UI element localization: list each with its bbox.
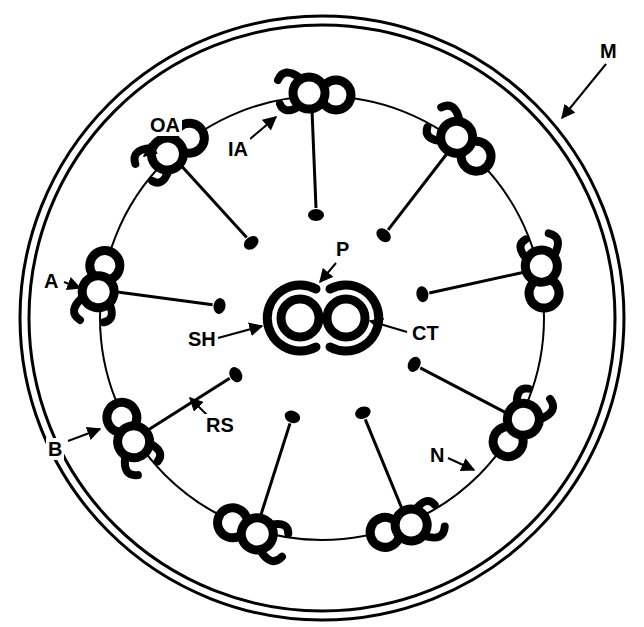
part-label: P [334, 238, 351, 260]
outer-membrane [20, 16, 624, 620]
part-label: M [598, 40, 619, 62]
part-label: OA [148, 114, 182, 136]
part-label: RS [204, 414, 236, 436]
part-label: A [42, 270, 60, 292]
doublet-ring [73, 72, 569, 563]
part-label: CT [410, 322, 441, 344]
part-label: B [46, 438, 64, 460]
part-label: SH [186, 328, 218, 350]
part-label: IA [226, 138, 250, 160]
central-pair [267, 285, 378, 351]
part-label: N [428, 444, 446, 466]
inner-membrane [29, 25, 615, 611]
leader-lines [64, 64, 606, 470]
